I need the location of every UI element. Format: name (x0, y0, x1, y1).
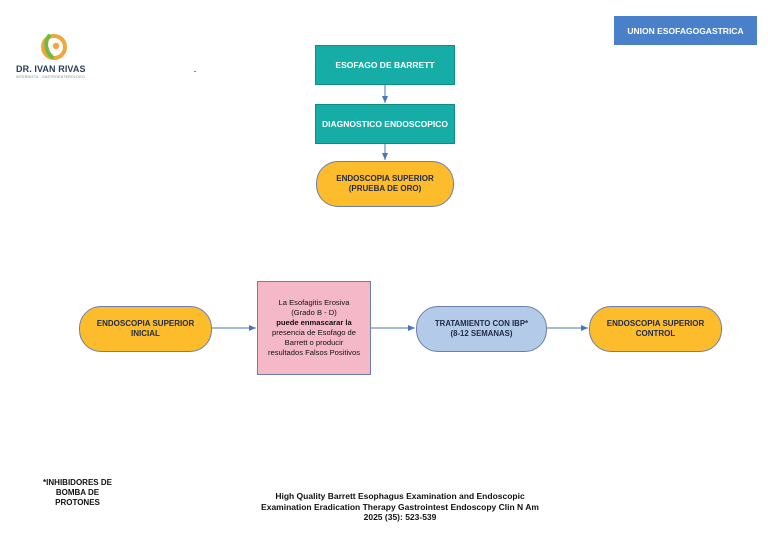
node-esofago-barrett-label: ESOFAGO DE BARRETT (335, 60, 435, 70)
node-endoscopia-prueba-oro: ENDOSCOPIA SUPERIOR (PRUEBA DE ORO) (316, 161, 454, 207)
node-diagnostico-endoscopico: DIAGNOSTICO ENDOSCOPICO (315, 104, 455, 144)
citation-line3: 2025 (35): 523-539 (363, 512, 437, 523)
footnote-line1: *INHIBIDORES DE (43, 478, 112, 487)
node-control-line1: ENDOSCOPIA SUPERIOR (606, 319, 705, 329)
node-inicial-line1: ENDOSCOPIA SUPERIOR (96, 319, 195, 329)
citation: High Quality Barrett Esophagus Examinati… (210, 491, 590, 523)
citation-line2: Examination Eradication Therapy Gastroin… (261, 501, 539, 512)
header-tag: UNION ESOFAGOGASTRICA (614, 16, 757, 45)
node-inicial-line2: INICIAL (131, 329, 160, 338)
footnote-ibp: *INHIBIDORES DE BOMBA DE PROTONES (30, 478, 125, 508)
header-tag-label: UNION ESOFAGOGASTRICA (627, 25, 744, 36)
note-line5: Barrett o producir (284, 337, 344, 347)
note-line2: (Grado B - D) (291, 308, 337, 318)
node-prueba-line2: (PRUEBA DE ORO) (348, 184, 422, 193)
node-prueba-line1: ENDOSCOPIA SUPERIOR (336, 174, 434, 184)
note-line4: presencia de Esofago de (271, 328, 356, 337)
note-line1: La Esofagitis Erosiva (278, 298, 350, 308)
stray-dot (194, 71, 196, 72)
logo-name: DR. IVAN RIVAS (16, 64, 86, 74)
clinic-logo-icon (41, 34, 67, 60)
node-diagnostico-label: DIAGNOSTICO ENDOSCOPICO (321, 119, 449, 129)
node-tratamiento-line1: TRATAMIENTO CON IBP* (434, 319, 529, 329)
footnote-line2: BOMBA DE (55, 488, 100, 497)
citation-line1: High Quality Barrett Esophagus Examinati… (275, 491, 525, 501)
node-tratamiento-ibp: TRATAMIENTO CON IBP* (8-12 SEMANAS) (416, 306, 547, 352)
footnote-line3: PROTONES (55, 498, 100, 507)
node-tratamiento-line2: (8-12 SEMANAS) (450, 329, 513, 338)
note-line3-bold: puede enmascarar la (276, 318, 352, 328)
note-line6: resultados Falsos Positivos (267, 347, 360, 357)
node-endoscopia-inicial: ENDOSCOPIA SUPERIOR INICIAL (79, 306, 212, 352)
node-endoscopia-control: ENDOSCOPIA SUPERIOR CONTROL (589, 306, 722, 352)
node-esofago-barrett: ESOFAGO DE BARRETT (315, 45, 455, 85)
logo-subtitle: INTERNISTA · GASTROENTEROLOGO (16, 75, 85, 79)
node-esofagitis-note: La Esofagitis Erosiva (Grado B - D) pued… (257, 281, 371, 375)
node-control-line2: CONTROL (635, 329, 676, 338)
